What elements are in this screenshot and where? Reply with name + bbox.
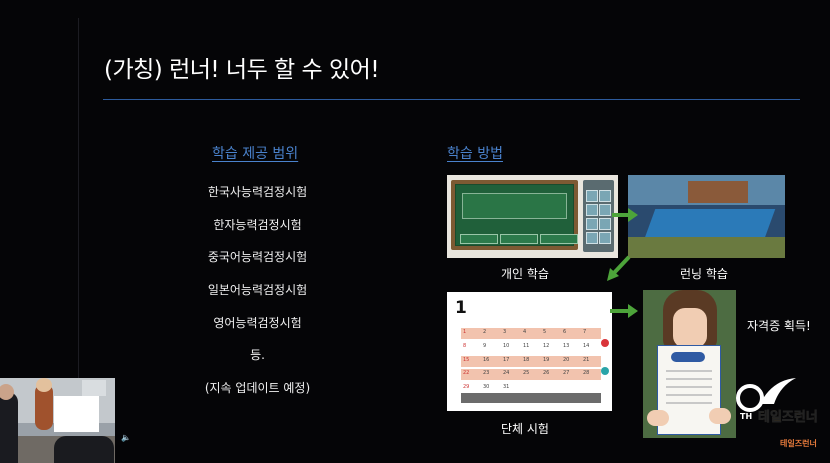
calendar-day: 7 <box>583 329 587 335</box>
group-caption: 단체 시험 <box>501 422 549 436</box>
list-item: (지속 업데이트 예정) <box>204 381 311 396</box>
running-caption: 런닝 학습 <box>680 267 728 281</box>
list-item: 영어능력검정시험 <box>213 315 302 330</box>
webcam-overlay <box>0 378 115 463</box>
list-item: 등. <box>250 348 265 363</box>
certificate-image <box>643 290 736 438</box>
logo-ring-icon <box>736 384 764 412</box>
calendar-day: 5 <box>543 329 547 335</box>
calendar-month: 1 <box>455 298 467 318</box>
logo-th: TH <box>740 412 753 421</box>
scope-list: 한국사능력검정시험 한자능력검정시험 중국어능력검정시험 일본어능력검정시험 영… <box>185 176 330 405</box>
calendar-day: 8 <box>463 342 467 349</box>
calendar-day: 29 <box>463 384 470 391</box>
calendar-day: 1 <box>463 329 467 335</box>
certificate-caption: 자격증 획득! <box>747 319 811 333</box>
calendar-day: 20 <box>563 356 570 363</box>
green-arrow-icon <box>610 304 638 318</box>
wing-icon <box>760 378 796 404</box>
answer-sidebar <box>583 180 614 252</box>
page-title: (가칭) 런너! 너두 할 수 있어! <box>104 57 380 83</box>
list-item: 중국어능력검정시험 <box>207 250 308 265</box>
calendar-day: 24 <box>503 370 510 377</box>
calendar-day: 9 <box>483 342 487 349</box>
calendar-day: 31 <box>503 384 510 391</box>
title-divider <box>103 99 800 100</box>
calendar-day: 6 <box>563 329 567 335</box>
calendar-day: 12 <box>543 342 550 349</box>
calendar-day: 19 <box>543 356 550 363</box>
person <box>0 392 18 463</box>
calendar-day: 23 <box>483 370 490 377</box>
calendar-day: 13 <box>563 342 570 349</box>
calendar-day: 22 <box>463 370 470 377</box>
calendar-day: 14 <box>583 342 590 349</box>
calendar-day: 28 <box>583 370 590 377</box>
blurred-box <box>54 396 99 432</box>
calendar-day: 17 <box>503 356 510 363</box>
talesrunner-logo: TH 테일즈런너 테일즈런너 <box>736 376 826 456</box>
chalkboard <box>451 180 578 250</box>
running-study-image <box>628 175 785 258</box>
list-item: 한자능력검정시험 <box>213 217 302 232</box>
calendar-day: 10 <box>503 342 510 349</box>
green-arrow-icon <box>607 255 631 281</box>
calendar-day: 3 <box>503 329 507 335</box>
list-item: 한국사능력검정시험 <box>207 185 308 199</box>
personal-study-image <box>447 175 618 258</box>
person <box>54 436 114 463</box>
figurine <box>35 384 53 430</box>
calendar-day: 2 <box>483 329 487 335</box>
logo-name: 테일즈런너 <box>758 410 818 426</box>
list-item: 일본어능력검정시험 <box>207 283 308 298</box>
calendar-day: 21 <box>583 356 590 363</box>
calendar-day: 25 <box>523 370 530 377</box>
calendar-day: 26 <box>543 370 550 377</box>
calendar-day: 16 <box>483 356 490 363</box>
calendar-day: 18 <box>523 356 530 363</box>
calendar-day: 27 <box>563 370 570 377</box>
scope-heading: 학습 제공 범위 <box>212 146 299 162</box>
personal-caption: 개인 학습 <box>501 267 549 281</box>
calendar-day: 4 <box>523 329 527 335</box>
calendar-day: 15 <box>463 356 470 363</box>
calendar-day: 30 <box>483 384 490 391</box>
slide-left-edge <box>78 18 79 463</box>
calendar-day: 11 <box>523 342 530 349</box>
logo-subtext: 테일즈런너 <box>780 439 817 448</box>
green-arrow-icon <box>612 208 638 222</box>
method-heading: 학습 방법 <box>447 146 503 162</box>
speaker-icon: 🔈 <box>121 433 131 442</box>
